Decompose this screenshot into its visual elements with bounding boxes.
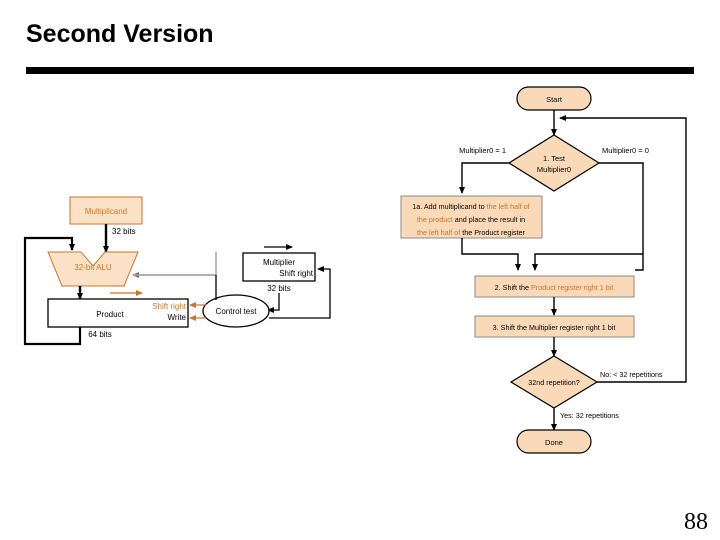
product-label: Product <box>96 310 124 319</box>
multiplicand-label: Multiplicand <box>85 207 127 216</box>
product-write-label: Write <box>167 313 186 322</box>
flow-branch-right-label: Multiplier0 = 0 <box>602 146 649 155</box>
control-test-node: Control test <box>202 294 270 328</box>
flow-test-line1: 1. Test <box>543 154 566 163</box>
multiplier-to-control-line <box>267 293 280 313</box>
flow-step-3-text: 3. Shift the Multiplier register right 1… <box>493 323 616 332</box>
datapath-diagram: Multiplicand 32 bits 32-bit ALU Product … <box>23 196 331 346</box>
control-to-multiplier-line <box>269 266 331 319</box>
test-left-branch-path <box>459 162 509 194</box>
flow-step-1a-box: 1a. Add multiplicand to the left half of… <box>400 195 543 239</box>
test-right-to-step2-path <box>532 253 643 271</box>
product-bus-label: 64 bits <box>88 330 112 339</box>
flowchart-diagram: Start 1. Test Multiplier0 Multiplier0 = … <box>400 86 687 454</box>
flow-repetition-decision: 32nd repetition? <box>509 355 599 409</box>
test-right-branch-path <box>599 162 644 271</box>
flow-start-label: Start <box>546 95 563 104</box>
step1a-to-step2-path <box>461 238 521 271</box>
flow-done-label: Done <box>545 438 563 447</box>
flow-repetition-label: 32nd repetition? <box>528 378 580 387</box>
product-shift-right-label: Shift right <box>152 302 187 311</box>
control-test-label: Control test <box>216 307 258 316</box>
flow-step-1a-line2: the product and place the result in <box>417 215 525 224</box>
repetition-no-loop-path <box>559 115 687 383</box>
product-register: Product Shift right Write <box>47 298 189 328</box>
alu-label: 32-bit ALU <box>74 263 112 272</box>
alu-block: 32-bit ALU <box>47 251 139 287</box>
product-feedback-path <box>23 236 82 346</box>
flow-start-node: Start <box>516 86 592 111</box>
flow-test-decision: 1. Test Multiplier0 <box>507 134 601 192</box>
multiplier-register: Multiplier Shift right <box>242 252 316 282</box>
multiplier-shift-right-label: Shift right <box>279 269 314 278</box>
flow-step-1a-line2-orange: the product <box>417 215 453 224</box>
flow-branch-no-label: No: < 32 repetitions <box>600 370 663 379</box>
flow-step-1a-line3-black: the Product register <box>462 228 525 237</box>
flow-branch-yes-label: Yes: 32 repetitions <box>560 411 619 420</box>
multiplier-bus-label: 32 bits <box>267 284 291 293</box>
flow-done-node: Done <box>516 429 592 454</box>
multiplicand-bus-label: 32 bits <box>112 227 136 236</box>
flow-step-1a-line2-black: and place the result in <box>453 215 525 224</box>
flow-step-1a-line1: 1a. Add multiplicand to the left half of <box>412 202 529 211</box>
flow-step-2-orange: Product register right 1 bit <box>531 283 613 292</box>
flow-step-2-text: 2. Shift the Product register right 1 bi… <box>495 283 614 292</box>
flow-step-1a-line1-black: 1a. Add multiplicand to <box>412 202 486 211</box>
flow-step-2-black: 2. Shift the <box>495 283 531 292</box>
flow-step-1a-line1-orange: the left half of <box>487 202 530 211</box>
multiplicand-register: Multiplicand <box>69 196 143 225</box>
multiplier-label: Multiplier <box>263 258 295 267</box>
flow-step-1a-line3: the left half of the Product register <box>417 228 525 237</box>
flow-step-1a-line3-orange: the left half of <box>417 228 462 237</box>
flow-step-2-box: 2. Shift the Product register right 1 bi… <box>474 275 635 298</box>
flow-branch-left-label: Multiplier0 = 1 <box>459 146 506 155</box>
flow-test-line2: Multiplier0 <box>537 165 571 174</box>
title-divider <box>26 67 694 74</box>
flow-step-3-box: 3. Shift the Multiplier register right 1… <box>474 315 635 338</box>
page-number: 88 <box>684 509 708 535</box>
multiplier-bit-to-alu-line <box>132 252 217 278</box>
page-title: Second Version <box>26 20 214 48</box>
